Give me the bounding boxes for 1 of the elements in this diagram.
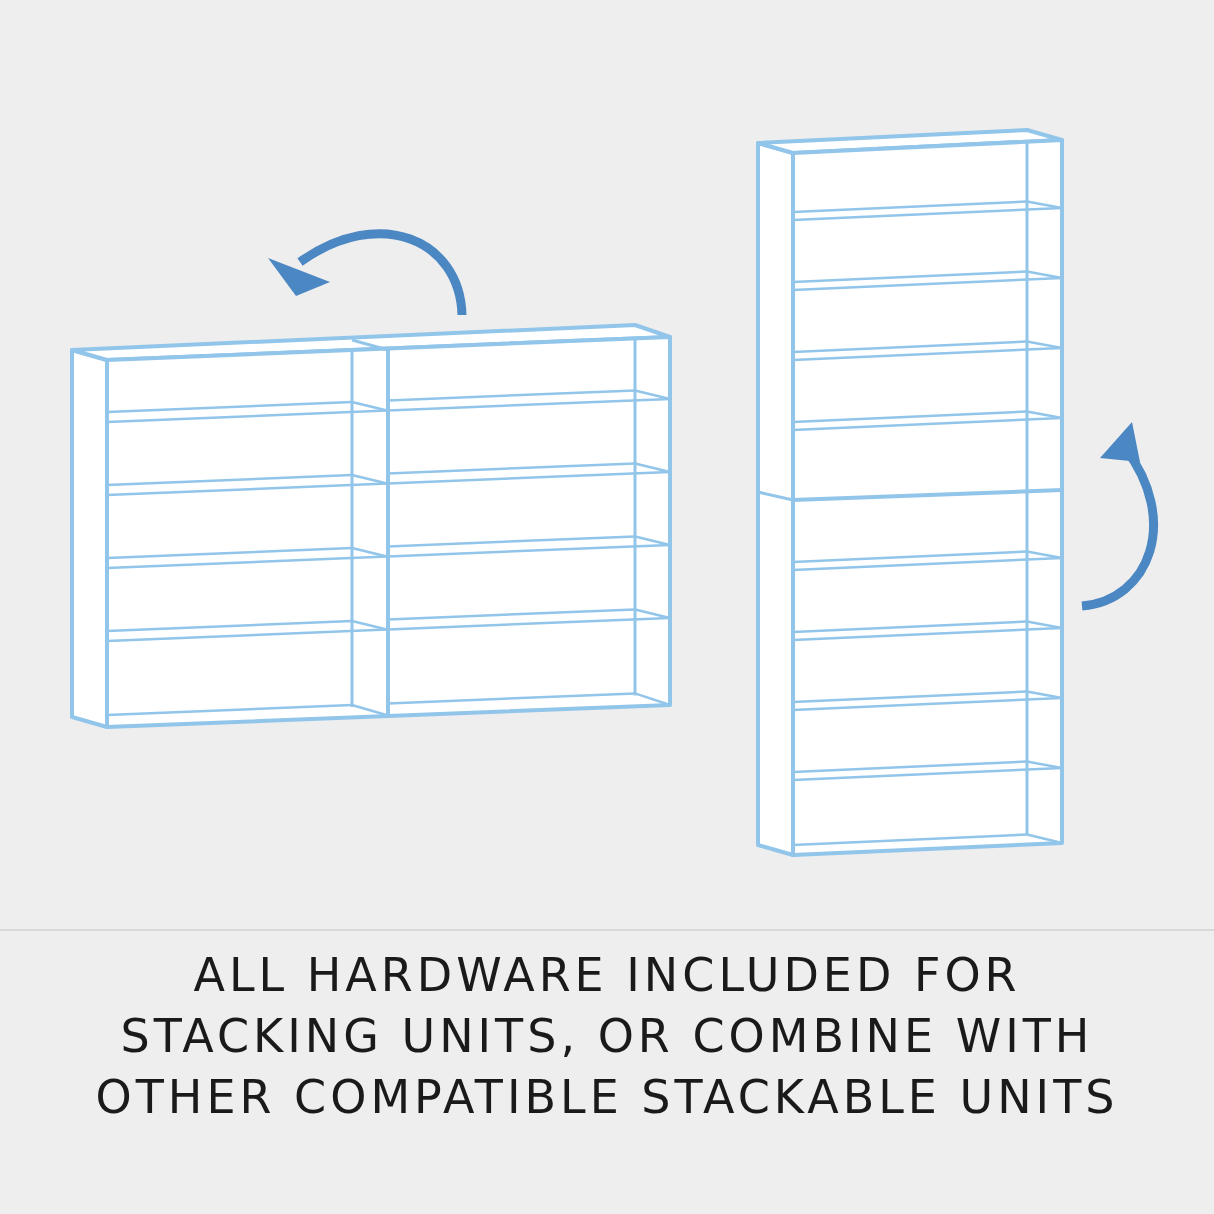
caption: ALL HARDWARE INCLUDED FOR STACKING UNITS, OR COMBINE WITH OTHER COMPATIBLE STACKABLE UNITS <box>94 947 1120 1126</box>
